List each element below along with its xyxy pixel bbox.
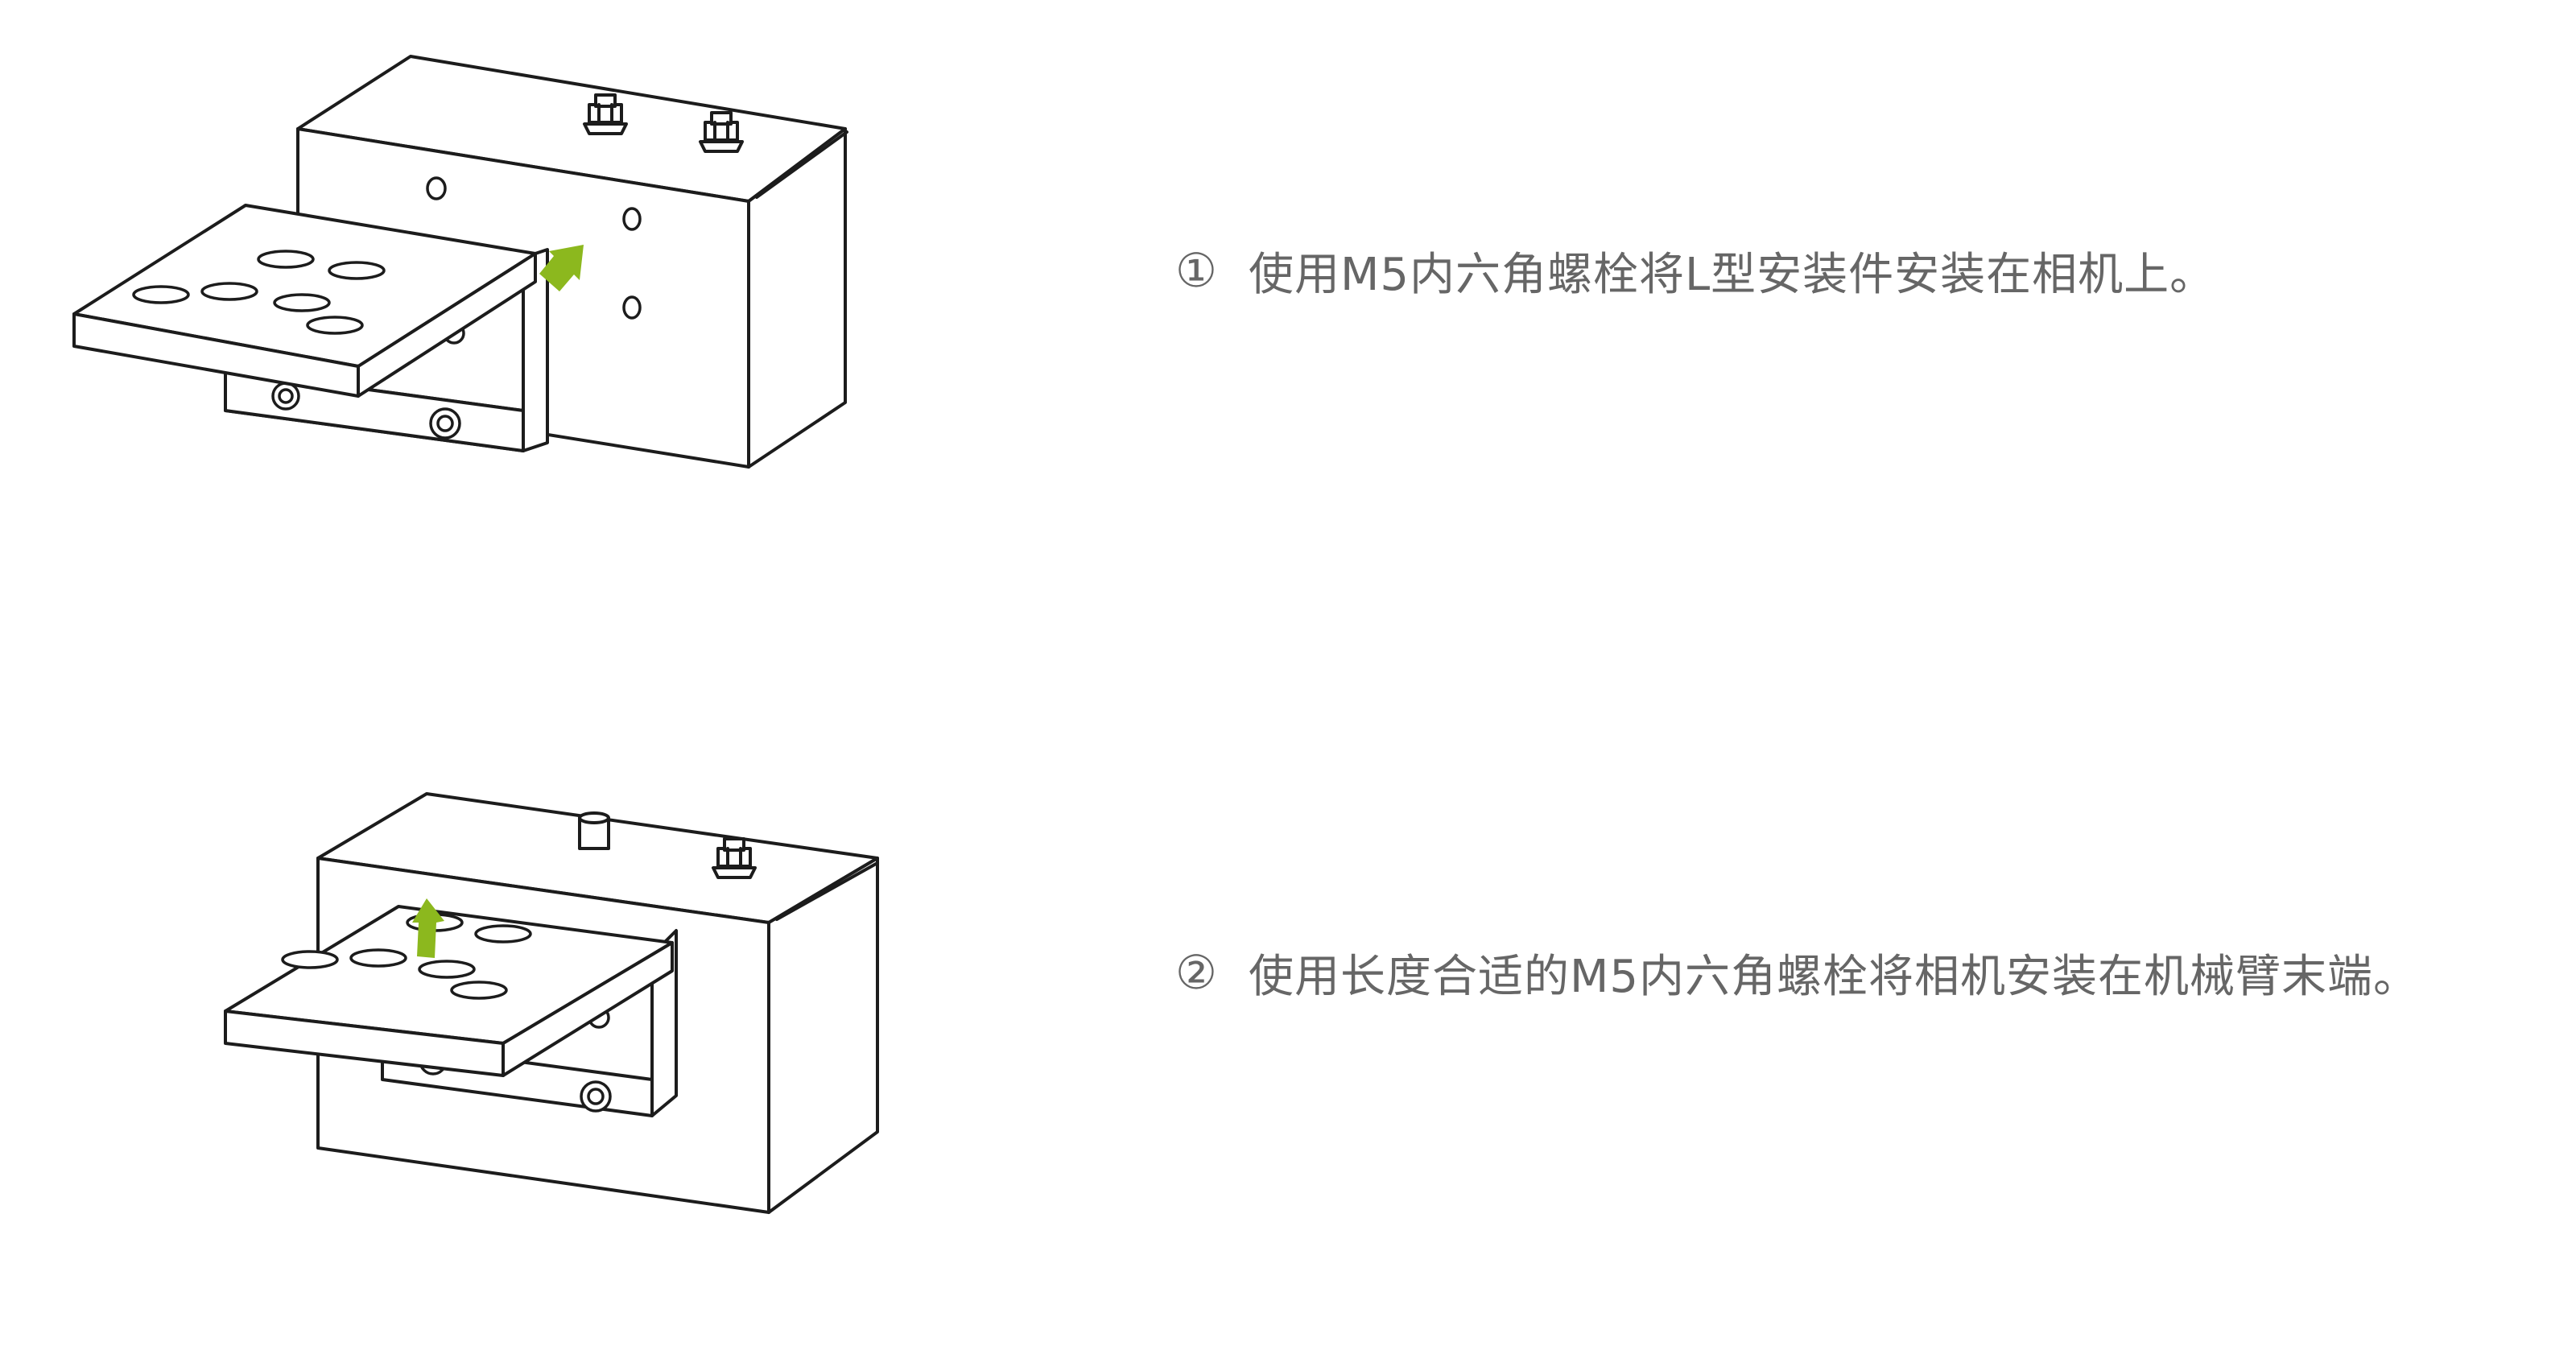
l-bracket bbox=[72, 204, 549, 452]
step-2-text: 使用长度合适的M5内六角螺栓将相机安装在机械臂末端。 bbox=[1249, 950, 2419, 1003]
connector-left bbox=[578, 811, 610, 850]
insert-arrow-icon bbox=[539, 245, 584, 291]
mount-hole bbox=[426, 176, 447, 200]
camera-with-l-bracket-drawing bbox=[72, 55, 848, 469]
step-2-instruction: ② 使用长度合适的M5内六角螺栓将相机安装在机械臂末端。 bbox=[1175, 943, 2419, 1003]
step-2-number: ② bbox=[1175, 945, 1218, 1000]
camera-on-robot-arm-drawing bbox=[224, 792, 879, 1214]
step-1: ① 使用M5内六角螺栓将L型安装件安装在相机上。 bbox=[64, 48, 2215, 499]
step-1-text: 使用M5内六角螺栓将L型安装件安装在相机上。 bbox=[1249, 248, 2216, 301]
step-2: ② 使用长度合适的M5内六角螺栓将相机安装在机械臂末端。 bbox=[0, 673, 2576, 1346]
l-bracket bbox=[224, 905, 678, 1117]
step-1-number: ① bbox=[1175, 243, 1218, 298]
step-1-illustration bbox=[64, 48, 902, 499]
connector-right bbox=[699, 111, 744, 153]
mount-hole bbox=[622, 295, 642, 320]
step-2-illustration bbox=[217, 778, 902, 1245]
mount-hole bbox=[622, 207, 642, 231]
connector-left bbox=[583, 93, 628, 135]
insert-arrow-icon bbox=[412, 898, 444, 958]
step-1-instruction: ① 使用M5内六角螺栓将L型安装件安装在相机上。 bbox=[1175, 242, 2215, 301]
connector-right bbox=[712, 837, 757, 879]
